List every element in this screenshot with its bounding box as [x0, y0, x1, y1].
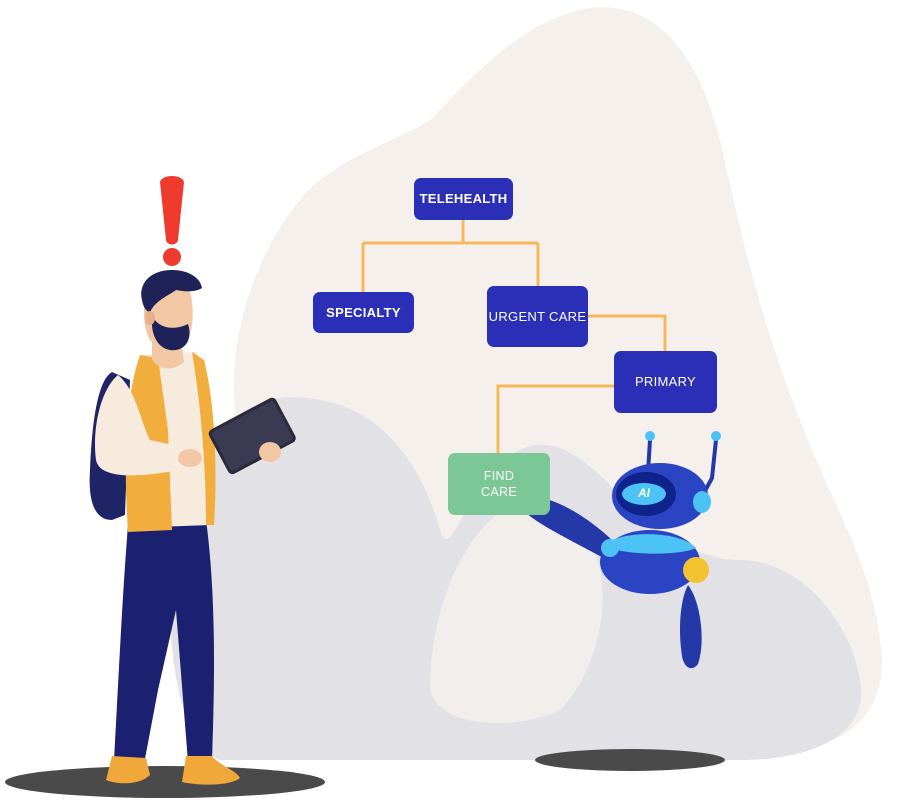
- node-primary: PRIMARY: [614, 351, 717, 413]
- node-specialty: SPECIALTY: [313, 292, 414, 333]
- node-primary-label: PRIMARY: [634, 374, 697, 389]
- person-vest-right: [192, 352, 216, 525]
- node-specialty-label: SPECIALTY: [326, 304, 401, 320]
- robot-joint: [601, 539, 619, 557]
- robot-badge-label: AI: [638, 486, 650, 500]
- node-find-care-label-line2: CARE: [481, 485, 517, 499]
- diagram-connectors: [361, 218, 667, 453]
- person-ear: [145, 311, 155, 325]
- robot-visor: [622, 483, 666, 505]
- robot-arm-right: [680, 585, 702, 669]
- connector-urgent-to-primary: [588, 314, 667, 351]
- robot-shoulder: [683, 557, 709, 583]
- right-shoe: [182, 756, 240, 785]
- person-figure: [89, 270, 296, 785]
- person-legs: [114, 520, 214, 764]
- person-shadow: [5, 766, 325, 798]
- background-hill-light: [430, 498, 603, 724]
- node-telehealth: TELEHEALTH: [414, 178, 513, 220]
- node-urgent-care-label: URGENT CARE: [488, 308, 587, 324]
- person-hand-left: [178, 449, 202, 467]
- left-shoe: [106, 756, 150, 784]
- node-find-care: FIND CARE: [448, 453, 550, 515]
- node-telehealth-label: TELEHEALTH: [419, 191, 508, 206]
- robot-antenna-tip-right: [711, 431, 721, 441]
- robot-icon: [524, 431, 721, 669]
- robot-body-highlight: [605, 534, 696, 554]
- person-hair: [141, 270, 202, 312]
- person-beard: [151, 316, 190, 351]
- robot-antenna-tip-left: [645, 431, 655, 441]
- node-find-care-label-line1: FIND: [483, 469, 515, 483]
- robot-ear: [693, 491, 711, 513]
- tablet-icon: [208, 397, 296, 475]
- person-left-arm: [94, 375, 196, 476]
- connector-primary-to-find-care: [496, 384, 614, 453]
- person-hand-right: [259, 442, 281, 462]
- node-urgent-care: URGENT CARE: [487, 286, 588, 347]
- exclamation-icon: [160, 176, 184, 266]
- robot-shadow: [535, 749, 725, 771]
